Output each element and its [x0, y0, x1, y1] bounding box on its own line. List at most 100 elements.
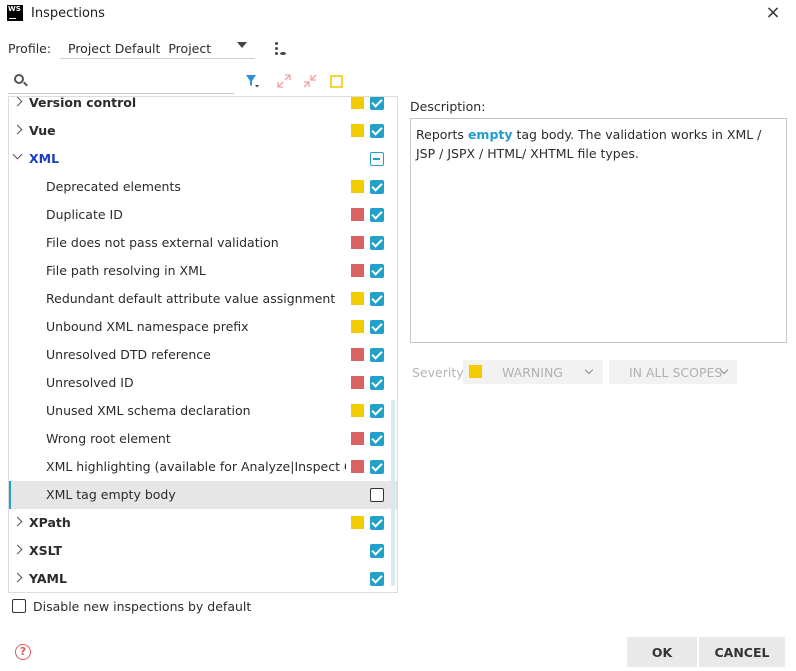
disable-new-inspections-label[interactable]: Disable new inspections by default: [33, 599, 252, 614]
title-bar: WS Inspections ×: [0, 0, 796, 30]
description-text-start: Reports: [416, 127, 468, 142]
enable-checkbox[interactable]: [370, 488, 384, 502]
tree-row-unresolved-id[interactable]: Unresolved ID: [9, 369, 397, 397]
enable-checkbox[interactable]: [370, 544, 384, 558]
tree-scrollbar[interactable]: [391, 400, 395, 586]
chevron-right-icon[interactable]: [12, 516, 23, 527]
enable-checkbox[interactable]: [370, 404, 384, 418]
tree-row-xml[interactable]: XML: [9, 145, 397, 173]
tree-row-unresolved-dtd[interactable]: Unresolved DTD reference: [9, 341, 397, 369]
inspections-tree[interactable]: Version control Vue XML Deprecated eleme…: [8, 96, 398, 593]
window-title: Inspections: [31, 6, 105, 21]
chevron-right-icon[interactable]: [12, 97, 23, 107]
enable-checkbox[interactable]: [370, 264, 384, 278]
tree-row-xslt[interactable]: XSLT: [9, 537, 397, 565]
chevron-down-icon: [584, 365, 594, 375]
severity-warning-swatch: [469, 365, 482, 378]
tree-row-wrong-root[interactable]: Wrong root element: [9, 425, 397, 453]
tree-group-label: Version control: [29, 96, 137, 110]
inspection-label: File does not pass external validation: [46, 235, 279, 250]
scope-value: IN ALL SCOPES: [629, 365, 723, 380]
chevron-right-icon[interactable]: [12, 544, 23, 555]
severity-error-swatch: [351, 348, 364, 361]
expand-all-icon[interactable]: [276, 73, 292, 89]
tree-row-external-validation[interactable]: File does not pass external validation: [9, 229, 397, 257]
enable-checkbox[interactable]: [370, 236, 384, 250]
severity-label: Severity:: [412, 365, 467, 380]
dropdown-arrow-icon: [237, 42, 247, 48]
tree-row-duplicate-id[interactable]: Duplicate ID: [9, 201, 397, 229]
tree-row-yaml[interactable]: YAML: [9, 565, 397, 592]
description-label: Description:: [410, 99, 486, 114]
tree-row-vue[interactable]: Vue: [9, 117, 397, 145]
severity-warning-swatch: [351, 292, 364, 305]
severity-warning-swatch: [351, 124, 364, 137]
enable-checkbox[interactable]: [370, 180, 384, 194]
ok-button[interactable]: OK: [627, 637, 697, 667]
inspection-label: Wrong root element: [46, 431, 171, 446]
enable-checkbox[interactable]: [370, 292, 384, 306]
filter-icon[interactable]: [244, 73, 260, 89]
chevron-right-icon[interactable]: [12, 124, 23, 135]
severity-warning-swatch: [351, 320, 364, 333]
enable-checkbox[interactable]: [370, 348, 384, 362]
tree-row-deprecated-elements[interactable]: Deprecated elements: [9, 173, 397, 201]
description-box: Reports empty tag body. The validation w…: [410, 118, 787, 343]
tree-row-redundant-default-attr[interactable]: Redundant default attribute value assign…: [9, 285, 397, 313]
disable-new-inspections-checkbox[interactable]: [12, 599, 26, 613]
search-field[interactable]: [8, 68, 234, 94]
enable-checkbox[interactable]: [370, 516, 384, 530]
inspection-label: Unresolved DTD reference: [46, 347, 211, 362]
enable-checkbox[interactable]: [370, 432, 384, 446]
inspection-label: XML highlighting (available for Analyze|…: [46, 459, 346, 474]
enable-checkbox[interactable]: [370, 208, 384, 222]
more-options-icon[interactable]: [272, 40, 288, 58]
tree-row-xml-highlighting[interactable]: XML highlighting (available for Analyze|…: [9, 453, 397, 481]
tree-row-xpath[interactable]: XPath: [9, 509, 397, 537]
enable-checkbox[interactable]: [370, 124, 384, 138]
tree-row-file-path-resolving[interactable]: File path resolving in XML: [9, 257, 397, 285]
severity-error-swatch: [351, 208, 364, 221]
tree-row-unused-schema[interactable]: Unused XML schema declaration: [9, 397, 397, 425]
inspection-label: Duplicate ID: [46, 207, 123, 222]
enable-checkbox[interactable]: [370, 376, 384, 390]
severity-value: WARNING: [502, 365, 563, 380]
severity-warning-swatch: [351, 97, 364, 109]
chevron-down-icon[interactable]: [12, 149, 23, 160]
inspection-label: Unbound XML namespace prefix: [46, 319, 249, 334]
severity-select[interactable]: WARNING: [463, 360, 603, 384]
selection-indicator: [9, 481, 11, 509]
webstorm-logo-icon: WS: [7, 5, 23, 21]
enable-checkbox[interactable]: [370, 460, 384, 474]
tree-row-unbound-namespace[interactable]: Unbound XML namespace prefix: [9, 313, 397, 341]
close-icon[interactable]: ×: [765, 2, 781, 23]
tree-group-label: Vue: [29, 123, 56, 138]
inspection-label: File path resolving in XML: [46, 263, 206, 278]
cancel-button[interactable]: CANCEL: [699, 637, 785, 667]
tree-row-xml-tag-empty-body[interactable]: XML tag empty body: [9, 481, 397, 509]
description-text-end: tag body. The validation works in XML / …: [416, 127, 762, 161]
help-icon[interactable]: ?: [15, 644, 31, 660]
severity-error-swatch: [351, 460, 364, 473]
collapse-all-icon[interactable]: [302, 73, 318, 89]
severity-error-swatch: [351, 236, 364, 249]
enable-checkbox[interactable]: [370, 152, 384, 166]
inspection-label: XML tag empty body: [46, 487, 176, 502]
inspection-label: Deprecated elements: [46, 179, 181, 194]
tree-row-version-control[interactable]: Version control: [9, 96, 397, 117]
profile-value: Project Default Project: [68, 41, 212, 56]
tree-group-label: XML: [29, 151, 60, 166]
scope-select[interactable]: IN ALL SCOPES: [609, 360, 737, 384]
chevron-right-icon[interactable]: [12, 572, 23, 583]
enable-checkbox[interactable]: [370, 320, 384, 334]
enable-checkbox[interactable]: [370, 97, 384, 110]
enable-checkbox[interactable]: [370, 572, 384, 586]
search-icon: [14, 74, 24, 84]
tree-group-label: XSLT: [29, 543, 63, 558]
severity-error-swatch: [351, 264, 364, 277]
inspection-label: Redundant default attribute value assign…: [46, 291, 336, 306]
severity-warning-swatch: [351, 180, 364, 193]
search-input[interactable]: [34, 71, 229, 89]
profile-select[interactable]: Project Default Project: [60, 37, 255, 59]
reset-to-default-icon[interactable]: [329, 73, 345, 89]
